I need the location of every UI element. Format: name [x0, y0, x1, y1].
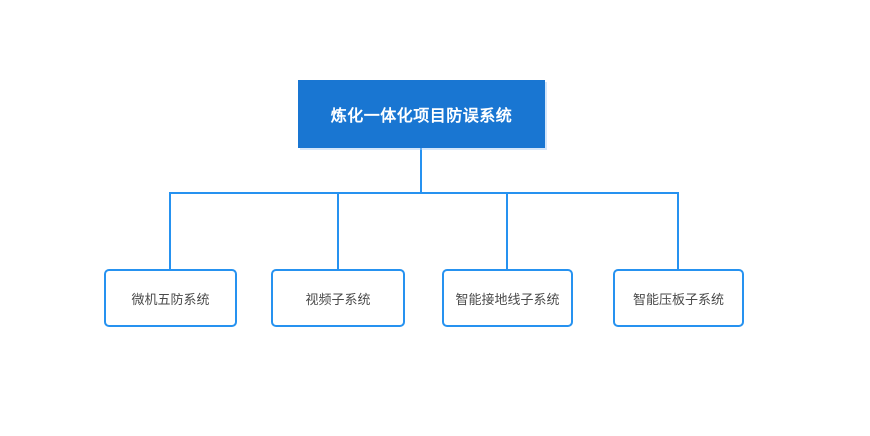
- child-node-label: 智能压板子系统: [632, 291, 724, 307]
- child-node-label: 微机五防系统: [131, 291, 210, 307]
- connector-drop-1: [169, 192, 171, 269]
- child-node-video[interactable]: 视频子系统: [271, 269, 405, 327]
- child-node-label: 智能接地线子系统: [455, 291, 560, 307]
- connector-horizontal-bus: [169, 192, 679, 194]
- connector-root-stem: [420, 147, 422, 194]
- root-node-label: 炼化一体化项目防误系统: [330, 108, 513, 125]
- root-node[interactable]: 炼化一体化项目防误系统: [298, 80, 545, 148]
- connector-drop-2: [337, 192, 339, 269]
- child-node-wjwf[interactable]: 微机五防系统: [104, 269, 237, 327]
- child-node-label: 视频子系统: [305, 291, 371, 307]
- child-node-pressplate[interactable]: 智能压板子系统: [613, 269, 744, 327]
- connector-drop-3: [506, 192, 508, 269]
- connector-drop-4: [677, 192, 679, 269]
- child-node-grounding[interactable]: 智能接地线子系统: [442, 269, 573, 327]
